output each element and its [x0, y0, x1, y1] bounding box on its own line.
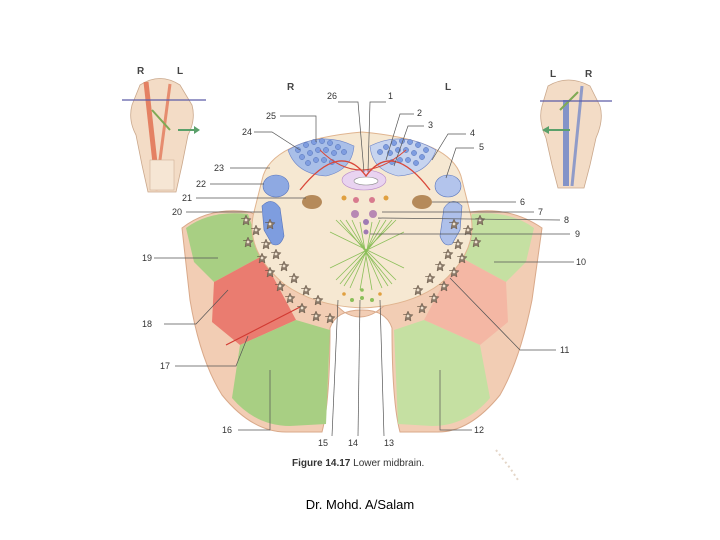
label-9: 9	[575, 229, 580, 239]
crus-region-11	[424, 256, 508, 345]
inset-left-label-l: L	[177, 66, 183, 77]
label-24: 24	[242, 127, 252, 137]
decussation-fibres	[329, 219, 405, 291]
right-inset-brainstem: L R	[540, 69, 612, 189]
main-label-l: L	[445, 82, 451, 93]
label-17: 17	[160, 361, 170, 371]
label-22: 22	[196, 179, 206, 189]
label-21: 21	[182, 193, 192, 203]
left-inset-brainstem: R L	[122, 66, 206, 193]
label-13: 13	[384, 438, 394, 448]
label-11: 11	[560, 345, 569, 355]
crus-region-18	[212, 256, 296, 345]
author-credit: Dr. Mohd. A/Salam	[305, 497, 415, 512]
label-19: 19	[142, 253, 152, 263]
inset-right-outline	[540, 79, 602, 189]
label-7: 7	[538, 207, 543, 217]
midline-nuclei	[341, 195, 389, 235]
label-12: 12	[474, 425, 484, 435]
label-6: 6	[520, 197, 525, 207]
leader-lines	[154, 101, 574, 437]
crus-region-12	[394, 320, 490, 426]
label-2: 2	[417, 108, 422, 118]
label-25: 25	[266, 111, 276, 121]
interpeduncular-nuclei	[342, 288, 382, 302]
crus-region-16	[232, 320, 330, 426]
label-5: 5	[479, 142, 484, 152]
tegmentum	[251, 131, 473, 309]
label-23: 23	[214, 163, 224, 173]
page-speckle	[495, 449, 519, 481]
label-15: 15	[318, 438, 328, 448]
figure-number: Figure 14.17	[292, 458, 351, 469]
nucleus-6	[412, 195, 432, 209]
label-18: 18	[142, 319, 152, 329]
midbrain-section: R L	[181, 82, 543, 433]
trochlear-fibres	[299, 160, 431, 191]
label-8: 8	[564, 215, 569, 225]
main-label-r: R	[287, 82, 295, 93]
label-1: 1	[388, 91, 393, 101]
label-26: 26	[327, 91, 337, 101]
nucleus-23	[262, 174, 290, 198]
inset-right-label-r: R	[585, 69, 593, 80]
numeric-labels: 26 1 2 3 4 5 6 7 8 9 10 11 12 13 14 15 1…	[142, 91, 586, 448]
label-20: 20	[172, 207, 182, 217]
inset-right-label-l: L	[550, 69, 556, 80]
nucleus-5	[434, 174, 462, 198]
label-3: 3	[428, 120, 433, 130]
inset-left-label-r: R	[137, 66, 145, 77]
figure-caption: Figure 14.17 Lower midbrain.	[292, 458, 424, 469]
label-10: 10	[576, 257, 586, 267]
crus-region-19	[186, 213, 262, 282]
label-14: 14	[348, 438, 358, 448]
cerebral-aqueduct	[353, 176, 379, 186]
label-16: 16	[222, 425, 232, 435]
figure-title: Lower midbrain.	[353, 458, 425, 469]
nucleus-21	[302, 195, 322, 209]
label-4: 4	[470, 128, 475, 138]
crus-region-10	[458, 213, 534, 282]
